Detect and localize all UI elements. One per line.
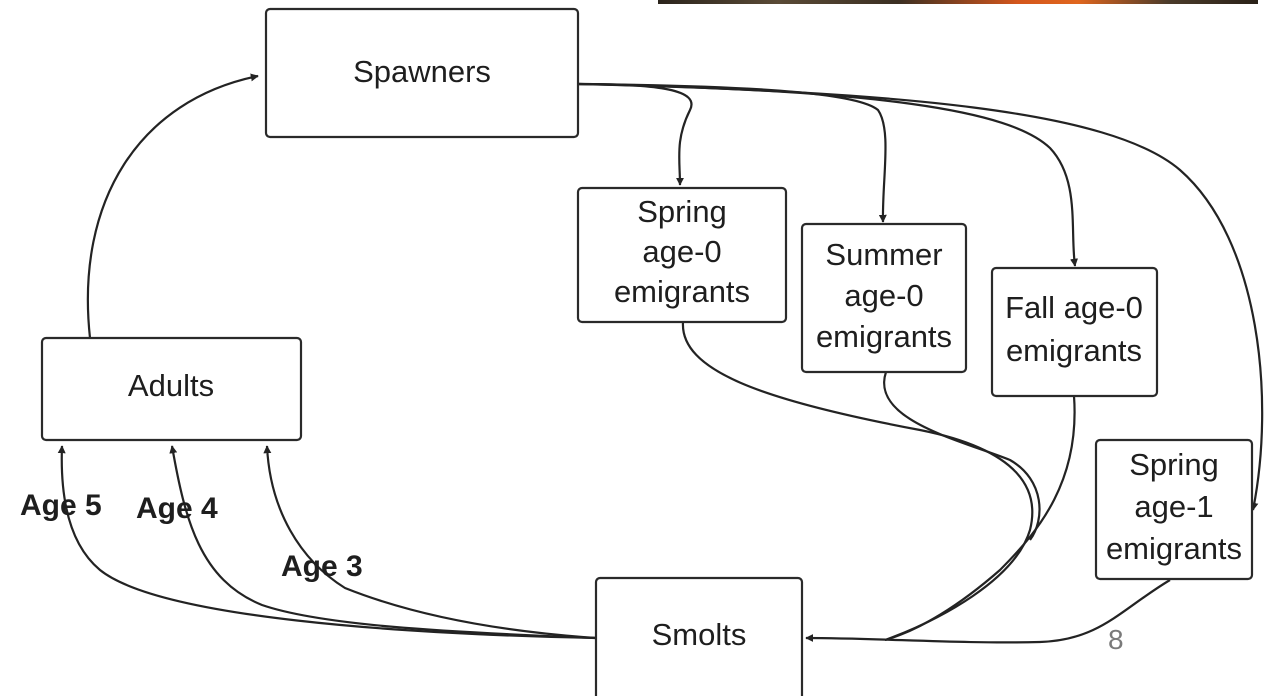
- spring-age0-line3: emigrants: [614, 274, 750, 309]
- edge-adults-to-spawners: [86, 73, 259, 339]
- edge-spring-age0-to-smolts: [681, 321, 1034, 642]
- edges: [57, 73, 1264, 644]
- node-smolts: Smolts: [594, 576, 804, 696]
- fall-age0-line2: emigrants: [1006, 333, 1142, 368]
- node-summer-age0: Summer age-0 emigrants: [800, 222, 968, 374]
- node-adults: Adults: [40, 336, 303, 442]
- edge-smolts-to-adults-age3: [263, 445, 597, 640]
- spring-age0-line1: Spring: [637, 194, 727, 229]
- page-number: 8: [1108, 624, 1124, 655]
- node-spring-age1: Spring age-1 emigrants: [1094, 438, 1254, 581]
- edge-spawners-to-spring-age1: [577, 82, 1264, 511]
- spring-age1-line2: age-1: [1134, 489, 1213, 524]
- edge-smolts-to-adults-age4: [169, 445, 597, 640]
- node-spawners: Spawners: [264, 7, 580, 139]
- edge-spawners-to-spring-age0: [577, 82, 693, 186]
- spring-age0-line2: age-0: [642, 234, 721, 269]
- fall-age0-line1: Fall age-0: [1005, 290, 1143, 325]
- age3-label: Age 3: [281, 550, 363, 583]
- node-spring-age0: Spring age-0 emigrants: [576, 186, 788, 324]
- edge-spring-age1-to-smolts: [805, 579, 1171, 644]
- spring-age1-line3: emigrants: [1106, 531, 1242, 566]
- age5-label: Age 5: [20, 489, 102, 522]
- edge-fall-age0-to-smolts: [884, 395, 1076, 642]
- node-fall-age0: Fall age-0 emigrants: [990, 266, 1159, 398]
- adults-label: Adults: [128, 368, 214, 403]
- spring-age1-line1: Spring: [1129, 447, 1219, 482]
- edge-smolts-to-adults-age5: [57, 445, 597, 640]
- edge-summer-age0-to-smolts: [883, 371, 1041, 541]
- spawners-label: Spawners: [353, 54, 491, 89]
- smolts-label: Smolts: [652, 617, 747, 652]
- summer-age0-line1: Summer: [825, 237, 942, 272]
- age4-label: Age 4: [136, 492, 218, 525]
- summer-age0-line2: age-0: [844, 278, 923, 313]
- summer-age0-line3: emigrants: [816, 319, 952, 354]
- photo-strip: [658, 0, 1258, 4]
